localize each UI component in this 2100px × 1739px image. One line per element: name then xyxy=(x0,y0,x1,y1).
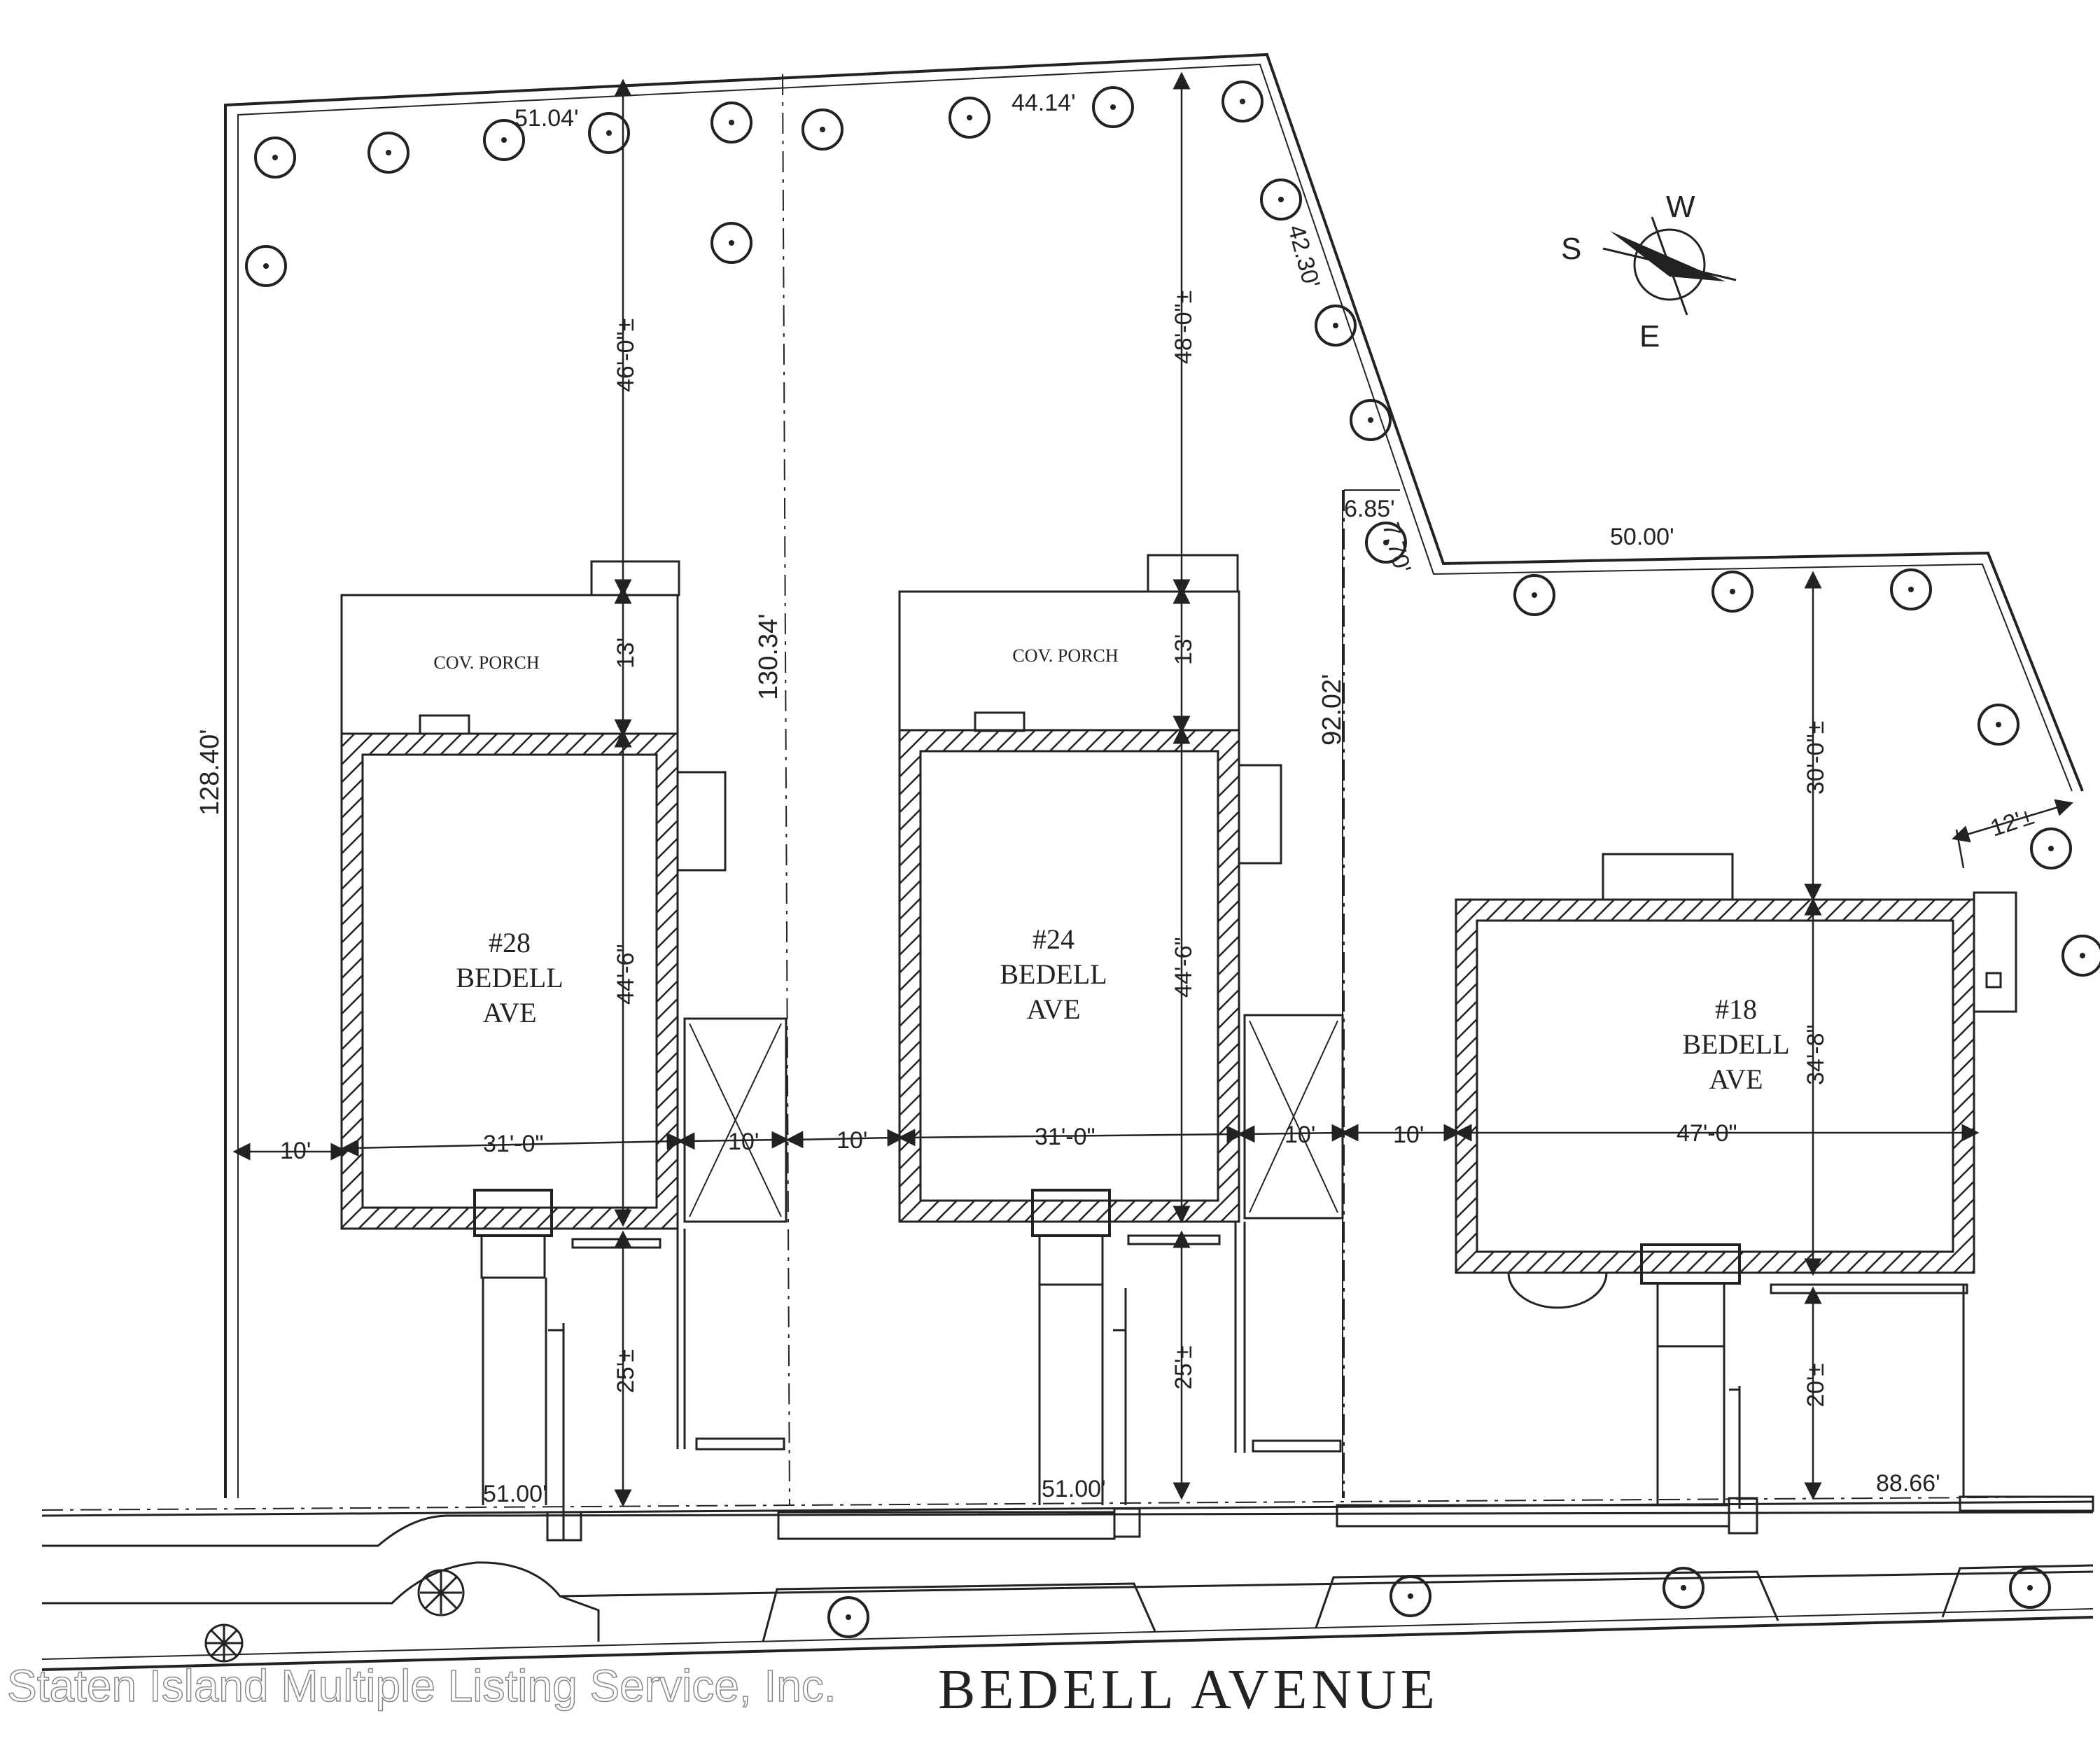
compass-letter-top: W xyxy=(1666,190,1695,224)
house-depth-18: 34'-8" xyxy=(1802,1024,1829,1085)
house-street-line1: BEDELL xyxy=(1000,958,1107,990)
porch-label: COV. PORCH xyxy=(433,652,539,673)
tree-icon xyxy=(1890,568,1932,610)
house-depth-24: 44'-6" xyxy=(1170,937,1197,998)
side-setback-18: 10' xyxy=(1393,1122,1424,1148)
stair-icon xyxy=(480,1234,546,1279)
stair-icon xyxy=(1147,554,1239,593)
street xyxy=(41,1495,2094,1671)
tree-icon xyxy=(2030,827,2072,870)
stair-icon xyxy=(1656,1282,1726,1348)
house-street-line1: BEDELL xyxy=(1682,1028,1789,1060)
rear-setback-18: 30'-0"± xyxy=(1802,721,1829,795)
tree-icon xyxy=(1092,86,1134,128)
house-depth-28: 44'-6" xyxy=(612,944,639,1005)
jog-a: 6.85' xyxy=(1344,496,1395,522)
stair-icon xyxy=(1602,853,1734,901)
tree-icon xyxy=(1350,399,1392,441)
tree-icon xyxy=(1712,571,1754,613)
side-setback-24: 10' xyxy=(836,1127,867,1154)
compass-letter-left: S xyxy=(1561,232,1581,266)
house-street-line1: BEDELL xyxy=(456,962,563,993)
jog-b: 7.70' xyxy=(1377,519,1416,575)
dimension-lines xyxy=(232,71,2073,1507)
porch-label: COV. PORCH xyxy=(1012,645,1118,666)
tree-icon xyxy=(948,97,990,139)
tree-icon xyxy=(483,119,525,161)
house-number: #28 xyxy=(489,927,531,958)
tree-icon xyxy=(2062,935,2100,977)
rear-setback-28: 46'-0"± xyxy=(612,319,639,392)
house-number: #18 xyxy=(1715,993,1757,1025)
frontage-28: 51.00' xyxy=(483,1481,547,1507)
stair-icon xyxy=(590,560,680,596)
tree-icon xyxy=(827,1596,869,1638)
trees xyxy=(245,81,2100,1638)
tree-icon xyxy=(802,109,844,151)
tree-icon xyxy=(1260,179,1302,221)
tree-icon xyxy=(254,137,296,179)
side-setback-28: 10' xyxy=(280,1138,311,1164)
tree-icon xyxy=(1315,305,1357,347)
street-name: BEDELL AVENUE xyxy=(938,1659,1439,1721)
rear-line-28: 51.04' xyxy=(514,105,579,132)
driveway-width-24: 10' xyxy=(1284,1122,1315,1148)
house-number: #24 xyxy=(1032,923,1074,955)
tree-icon xyxy=(368,132,410,174)
compass-letter-bottom: E xyxy=(1639,319,1660,354)
lot-24: COV. PORCH #24 BEDELL AVE xyxy=(898,554,1344,1505)
rear-setback-24: 48'-0"± xyxy=(1170,291,1197,364)
shrub-icon xyxy=(204,1623,244,1663)
tree-icon xyxy=(1513,574,1555,616)
tree-icon xyxy=(1662,1567,1704,1609)
front-setback-24: 25'± xyxy=(1170,1346,1197,1390)
house-wall xyxy=(898,729,1240,1223)
shrub-icon xyxy=(417,1569,465,1616)
front-setback-18: 20'± xyxy=(1802,1363,1829,1407)
stair-icon xyxy=(1038,1234,1104,1286)
side-line-24: 130.34' xyxy=(754,614,783,700)
side-line-28: 128.40' xyxy=(195,729,225,816)
tree-icon xyxy=(1390,1575,1432,1617)
tree-icon xyxy=(1222,81,1264,123)
porch-depth-24: 13' xyxy=(1170,634,1197,665)
house-width-24: 31'-0" xyxy=(1035,1124,1096,1150)
house-width-18: 47'-0" xyxy=(1676,1120,1737,1147)
stair-icon xyxy=(676,771,727,872)
rear-line-24: 44.14' xyxy=(1011,90,1076,116)
house-street-line2: AVE xyxy=(1709,1063,1763,1095)
house-width-28: 31'-0" xyxy=(483,1131,544,1157)
stair-icon xyxy=(1238,764,1282,865)
tree-icon xyxy=(1365,522,1407,564)
frontage-18: 88.66' xyxy=(1876,1470,1940,1497)
tree-icon xyxy=(710,102,752,144)
dimension-labels: 51.04' 44.14' 50.00' 42.30' 6.85' 7.70' … xyxy=(195,90,2037,1507)
watermark: Staten Island Multiple Listing Service, … xyxy=(7,1661,836,1711)
frontage-24: 51.00' xyxy=(1042,1476,1106,1502)
stair-icon xyxy=(1973,891,2017,1013)
property-boundary xyxy=(224,53,2084,1498)
driveway-width-28: 10' xyxy=(728,1129,759,1155)
tree-icon xyxy=(245,245,287,287)
side-yard-right-18: 12'± xyxy=(1987,803,2038,842)
tree-icon xyxy=(1977,704,2019,746)
tree-icon xyxy=(710,222,752,264)
lot-28: COV. PORCH #28 BEDELL AVE xyxy=(340,560,788,1540)
tree-icon xyxy=(2009,1567,2051,1609)
rear-line-18: 50.00' xyxy=(1610,524,1674,550)
diagonal-line: 42.30' xyxy=(1282,222,1324,291)
front-setback-28: 25'± xyxy=(612,1349,639,1393)
house-street-line2: AVE xyxy=(1026,993,1080,1025)
house-street-line2: AVE xyxy=(482,997,536,1028)
compass-icon: W S E xyxy=(1561,190,1737,354)
lot-18: #18 BEDELL AVE xyxy=(1455,853,2017,1509)
side-line-18: 92.02' xyxy=(1317,674,1347,746)
porch-depth-28: 13' xyxy=(612,638,639,669)
